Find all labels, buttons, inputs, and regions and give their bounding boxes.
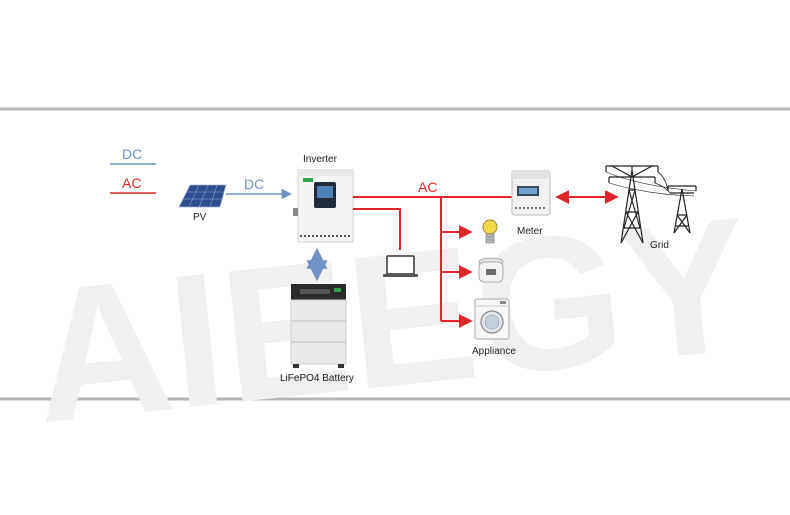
- light-bulb-icon: [482, 219, 498, 244]
- dc-flow-label: DC: [244, 176, 265, 192]
- battery-icon: [290, 284, 347, 368]
- inverter-icon: [293, 169, 354, 243]
- ac-laptop-line: [353, 208, 401, 250]
- grid-label: Grid: [650, 240, 669, 251]
- legend-dc-label: DC: [122, 146, 143, 162]
- inverter-label: Inverter: [303, 154, 337, 165]
- battery-label: LiFePO4 Battery: [280, 373, 354, 384]
- washing-machine-icon: [474, 298, 510, 340]
- appliance-label: Appliance: [472, 346, 516, 357]
- rice-cooker-icon: [478, 257, 504, 283]
- solar-panel-icon: [178, 184, 227, 208]
- meter-label: Meter: [517, 226, 543, 237]
- watermark-text: AIEEGY: [23, 178, 759, 464]
- meter-icon: [511, 170, 551, 216]
- pv-label: PV: [193, 212, 207, 223]
- legend-ac-label: AC: [122, 175, 142, 191]
- laptop-icon: [383, 255, 418, 277]
- ac-flow-label: AC: [418, 179, 438, 195]
- transmission-tower-icon: [605, 165, 697, 244]
